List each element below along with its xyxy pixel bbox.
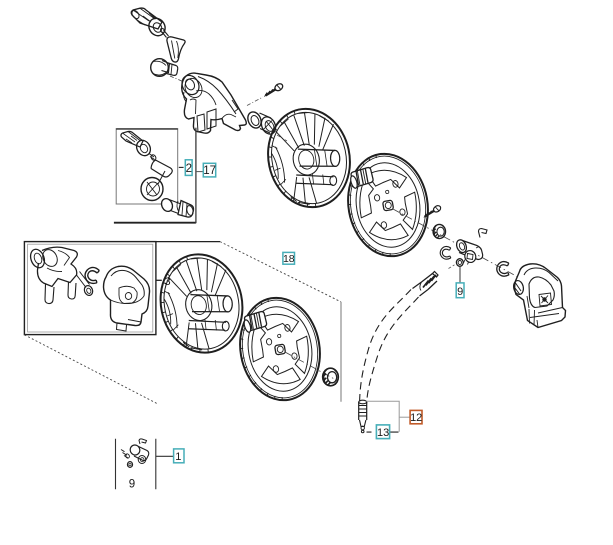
svg-text:9: 9 (457, 286, 463, 298)
svg-text:13: 13 (377, 427, 389, 439)
svg-text:2: 2 (186, 163, 192, 175)
svg-text:3: 3 (165, 276, 171, 288)
svg-text:18: 18 (283, 253, 295, 265)
svg-text:12: 12 (410, 412, 422, 424)
svg-text:1: 1 (175, 451, 181, 463)
svg-text:17: 17 (203, 165, 216, 177)
svg-text:9: 9 (129, 479, 135, 491)
